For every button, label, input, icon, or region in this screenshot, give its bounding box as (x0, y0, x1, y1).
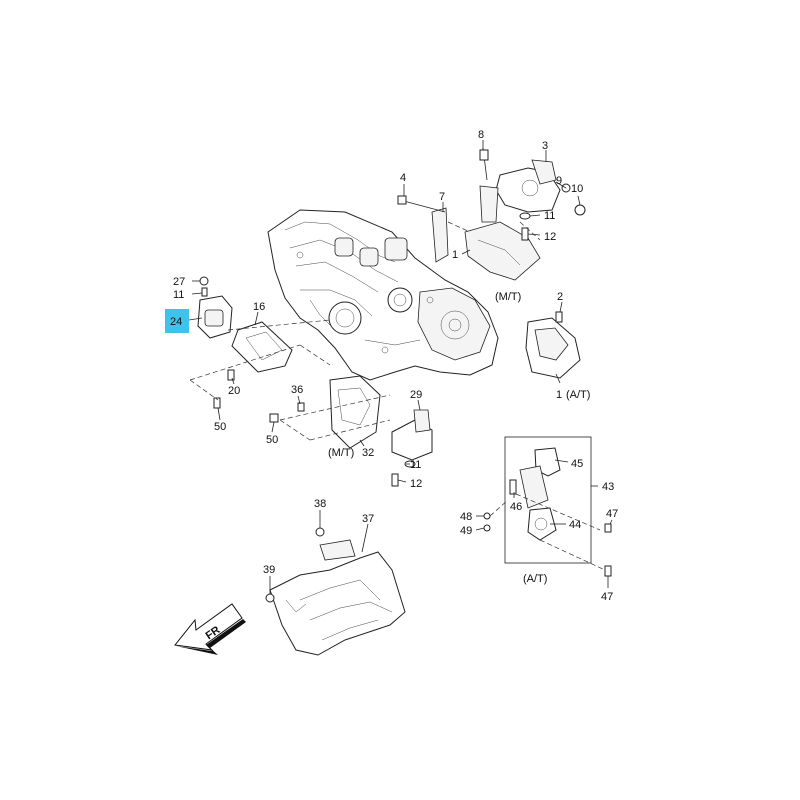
lower-mount-assembly (269, 375, 433, 487)
callout-47-bottom: 47 (601, 591, 613, 603)
callout-50-left: 50 (214, 421, 226, 433)
callout-38: 38 (314, 498, 326, 510)
callout-11-mid: 11 (410, 459, 421, 471)
callout-36: 36 (291, 384, 303, 396)
variant-mt-bottom: (M/T) (328, 447, 354, 459)
callout-29: 29 (410, 389, 422, 401)
callout-8: 8 (478, 129, 484, 141)
callout-24: 24 (170, 316, 182, 328)
mt-upper-mount-assembly (397, 147, 586, 281)
callout-1-at: 1 (556, 389, 562, 401)
callout-7: 7 (439, 191, 445, 203)
callout-20: 20 (228, 385, 240, 397)
callout-3: 3 (542, 140, 548, 152)
callout-43: 43 (602, 481, 614, 493)
callout-39: 39 (263, 564, 275, 576)
highlighted-part-box (165, 309, 189, 333)
callout-12-top: 12 (544, 231, 556, 243)
callout-37: 37 (362, 513, 374, 525)
alignment-lines (189, 221, 606, 571)
engine-transmission-assembly (267, 209, 499, 381)
callout-32: 32 (362, 447, 374, 459)
variant-at-box: (A/T) (523, 573, 547, 585)
callout-49: 49 (460, 525, 472, 537)
callout-48: 48 (460, 511, 472, 523)
callout-44: 44 (569, 519, 581, 531)
callout-12-mid: 12 (410, 478, 422, 490)
callout-50-mid: 50 (266, 434, 278, 446)
front-direction-arrow: FR (174, 603, 246, 655)
leader-lines (188, 140, 613, 594)
callout-9: 9 (556, 175, 562, 187)
variant-mt-top: (M/T) (495, 291, 521, 303)
callout-4: 4 (400, 172, 406, 184)
callout-10: 10 (571, 183, 583, 195)
callout-27: 27 (173, 276, 185, 288)
callout-1-mt: 1 (452, 249, 458, 261)
variant-at-right: (A/T) (566, 389, 590, 401)
callout-47-top: 47 (606, 508, 618, 520)
under-cover-shield (265, 527, 406, 656)
left-mount-assembly (197, 276, 293, 409)
callout-16: 16 (253, 301, 265, 313)
variant-labels: (M/T) (A/T) (M/T) (A/T) (328, 291, 590, 585)
callout-46: 46 (510, 501, 522, 513)
callout-labels: 8 3 4 9 10 7 11 12 1 2 1 27 11 24 16 20 … (165, 129, 618, 603)
callout-11-top: 11 (544, 210, 555, 222)
at-torque-rod-box (483, 436, 612, 577)
at-mount-bracket (525, 311, 581, 379)
callout-11-left: 11 (173, 289, 184, 301)
callout-2: 2 (557, 291, 563, 303)
callout-45: 45 (571, 458, 583, 470)
